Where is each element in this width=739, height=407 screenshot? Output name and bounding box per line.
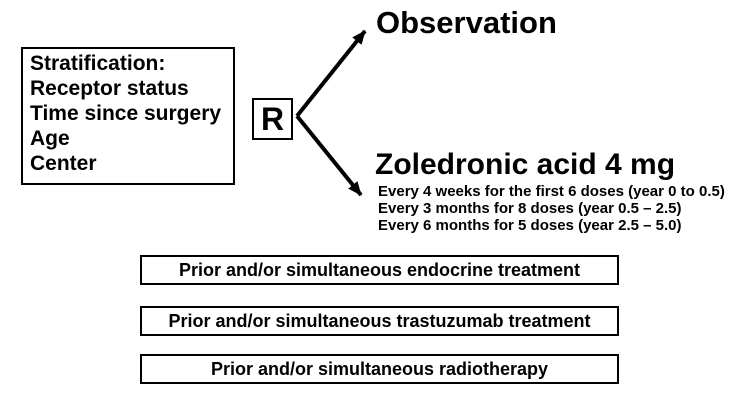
treatment-box-endocrine-label: Prior and/or simultaneous endocrine trea… (178, 259, 581, 280)
zoledronic-arm-title: Zoledronic acid 4 mg (375, 148, 676, 181)
treatment-box-radiotherapy: Prior and/or simultaneous radiotherapy (140, 354, 619, 384)
zoledronic-arrow-icon (295, 114, 363, 197)
zoledronic-schedule: Every 4 weeks for the first 6 doses (yea… (375, 183, 725, 234)
treatment-box-trastuzumab-label: Prior and/or simultaneous trastuzumab tr… (168, 310, 591, 331)
treatment-box-radiotherapy-label: Prior and/or simultaneous radiotherapy (210, 358, 549, 379)
zoledronic-arm: Zoledronic acid 4 mg Every 4 weeks for t… (375, 148, 725, 234)
randomization-label: R (260, 100, 285, 137)
zoledronic-schedule-line: Every 3 months for 8 doses (year 0.5 – 2… (378, 200, 682, 217)
stratification-factor-age: Age (30, 127, 70, 150)
stratification-heading: Stratification: (30, 52, 166, 75)
observation-arrow-icon (295, 29, 367, 118)
stratification-factor-receptor-status: Receptor status (30, 77, 189, 100)
stratification-box: Stratification: Receptor status Time sin… (21, 47, 235, 185)
stratification-factor-time-since-surgery: Time since surgery (30, 102, 222, 125)
treatment-box-endocrine: Prior and/or simultaneous endocrine trea… (140, 255, 619, 285)
observation-arm-title: Observation (376, 5, 557, 40)
stratification-factor-center: Center (30, 152, 97, 175)
randomization-box: R (252, 98, 293, 140)
zoledronic-schedule-line: Every 6 months for 5 doses (year 2.5 – 5… (378, 217, 682, 234)
branch-arrows (295, 29, 367, 197)
zoledronic-schedule-line: Every 4 weeks for the first 6 doses (yea… (378, 183, 725, 200)
treatment-box-trastuzumab: Prior and/or simultaneous trastuzumab tr… (140, 306, 619, 336)
